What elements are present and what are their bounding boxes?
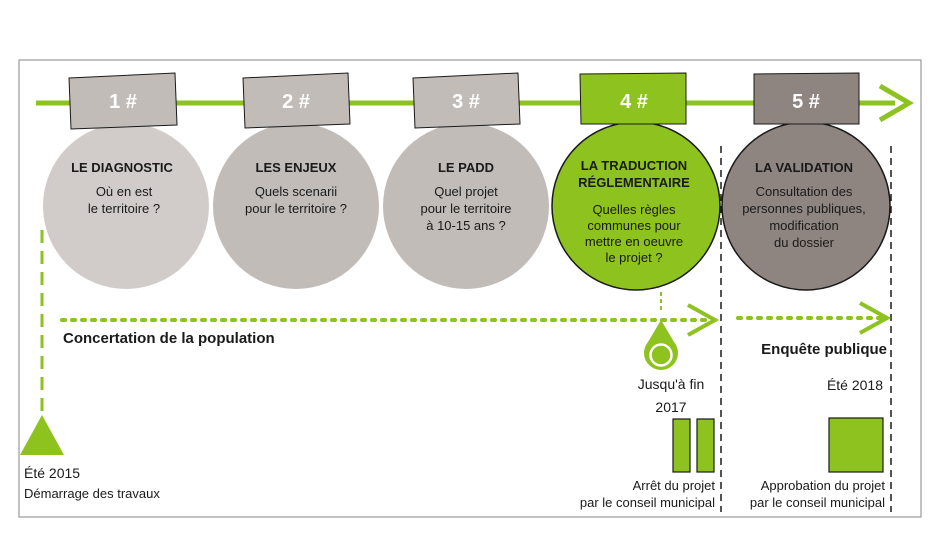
concertation-arrowhead bbox=[687, 303, 720, 337]
step-number-tab bbox=[242, 72, 351, 129]
step-number: 2 # bbox=[282, 91, 310, 113]
enquete-label: Enquête publique bbox=[761, 341, 887, 358]
start-caption: Démarrage des travaux bbox=[24, 486, 160, 501]
step-title: LES ENJEUX bbox=[256, 160, 337, 175]
step-question-line: mettre en oeuvre bbox=[585, 234, 683, 249]
milestone-until-line: Jusqu'à fin bbox=[638, 376, 705, 392]
step-question-line: Quels scenarii bbox=[255, 184, 337, 199]
step-title: LA VALIDATION bbox=[755, 160, 853, 175]
main-timeline-arrowhead bbox=[878, 83, 914, 123]
step-3-padd: 3 # LE PADD Quel projet pour le territoi… bbox=[381, 72, 551, 291]
concertation-label: Concertation de la population bbox=[63, 330, 275, 347]
step-question-line: communes pour bbox=[587, 218, 681, 233]
step-1-diagnostic: 1 # LE DIAGNOSTIC Où en est le territoir… bbox=[41, 72, 211, 291]
step-number-tab bbox=[579, 72, 687, 125]
step-4-traduction-reglementaire: 4 # LA TRADUCTION RÉGLEMENTAIRE Quelles … bbox=[551, 72, 721, 291]
validation-date: Été 2018 bbox=[827, 377, 883, 393]
start-triangle-marker bbox=[20, 415, 64, 455]
pause-icon bbox=[672, 418, 691, 473]
step-question-line: à 10-15 ans ? bbox=[426, 218, 506, 233]
step-title: LA TRADUCTION bbox=[581, 158, 687, 173]
step-number: 3 # bbox=[452, 91, 480, 113]
step-question-line: modification bbox=[769, 218, 838, 233]
step-question-line: le territoire ? bbox=[88, 201, 160, 216]
step-number-tab bbox=[68, 72, 178, 130]
step-question-line: Consultation des bbox=[756, 184, 853, 199]
milestone-until-line: 2017 bbox=[655, 399, 686, 415]
step-question-line: le projet ? bbox=[605, 250, 662, 265]
step-title: LE DIAGNOSTIC bbox=[71, 160, 173, 175]
step-number: 5 # bbox=[792, 91, 820, 113]
step-number: 1 # bbox=[109, 91, 137, 113]
step-question-line: Où en est bbox=[96, 184, 153, 199]
approbation-caption-line: Approbation du projet bbox=[761, 478, 886, 493]
pause-icon bbox=[696, 418, 715, 473]
step-number-tab bbox=[753, 72, 860, 125]
start-date: Été 2015 bbox=[24, 465, 80, 481]
arret-caption-line: Arrêt du projet bbox=[633, 478, 716, 493]
milestone-pin-ring bbox=[649, 343, 673, 367]
step-question-line: personnes publiques, bbox=[742, 201, 866, 216]
step-number-tab bbox=[412, 72, 521, 129]
diagram-frame bbox=[18, 59, 922, 518]
stop-square-icon bbox=[828, 417, 884, 473]
step-question-line: pour le territoire bbox=[420, 201, 511, 216]
step-2-enjeux: 2 # LES ENJEUX Quels scenarii pour le te… bbox=[211, 72, 381, 291]
step-question-line: du dossier bbox=[774, 235, 835, 250]
enquete-arrowhead bbox=[859, 301, 892, 335]
step-title: LE PADD bbox=[438, 160, 494, 175]
step-number: 4 # bbox=[620, 91, 648, 113]
arret-caption-line: par le conseil municipal bbox=[580, 495, 715, 510]
step-question-line: pour le territoire ? bbox=[245, 201, 347, 216]
approbation-caption-line: par le conseil municipal bbox=[750, 495, 885, 510]
step-5-validation: 5 # LA VALIDATION Consultation des perso… bbox=[721, 72, 891, 291]
step-question-line: Quel projet bbox=[434, 184, 498, 199]
step-question-line: Quelles règles bbox=[592, 202, 676, 217]
step-title: RÉGLEMENTAIRE bbox=[578, 175, 690, 190]
